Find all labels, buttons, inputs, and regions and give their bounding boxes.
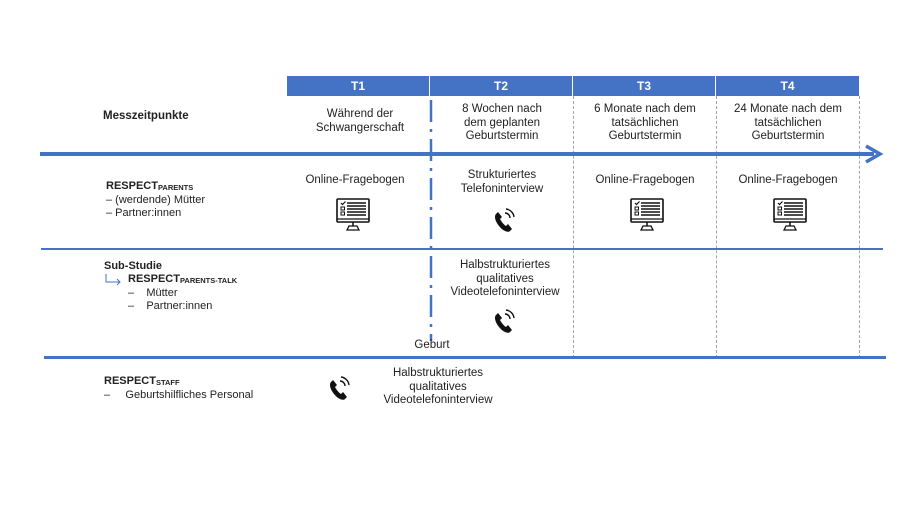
divider-parents-substudy [41,248,883,250]
parents-item: – (werdende) Mütter [106,194,206,206]
substudy-label: Sub-Studie [104,260,163,272]
birth-line [429,100,433,341]
parents-subscript: PARENTS [157,183,194,192]
computer-questionnaire-icon [773,198,807,231]
row-label-staff: RESPECTSTAFF – Geburtshilfliches Persona… [104,375,253,402]
timeline-arrow [40,144,884,164]
parents-cell-t4: Online-Fragebogen [738,174,838,186]
phone-icon [495,309,515,333]
column-divider-end [859,96,860,358]
parents-cell-t1: Online-Fragebogen [305,174,405,186]
parents-cell-t3: Online-Fragebogen [595,174,695,186]
column-divider-t4 [716,96,717,358]
timepoint-header-t3: T3 [573,76,715,96]
row-label-substudy: Sub-Studie RESPECTPARENTS-TALK – Mütter … [104,260,237,313]
substudy-title: RESPECT [128,273,180,285]
phone-icon [495,208,515,232]
timepoint-header-t4: T4 [716,76,859,96]
birth-label: Geburt [414,339,450,351]
phone-icon [330,376,350,400]
parents-title: RESPECT [106,180,158,192]
staff-title: RESPECT [104,375,156,387]
parents-item: – Partner:innen [106,207,182,219]
row-label-messzeitpunkte: Messzeitpunkte [103,110,189,122]
column-divider-t3 [573,96,574,358]
staff-subscript: STAFF [155,378,180,387]
substudy-item: – Partner:innen [128,300,213,312]
computer-questionnaire-icon [336,198,370,231]
timepoint-header-t2: T2 [430,76,572,96]
computer-questionnaire-icon [630,198,664,231]
staff-item: – Geburtshilfliches Personal [104,389,254,401]
substudy-subscript: PARENTS-TALK [179,276,238,285]
substudy-item: – Mütter [128,287,178,299]
divider-substudy-staff [44,356,886,359]
return-arrow-icon [105,274,121,286]
row-label-parents: RESPECTPARENTS – (werdende) Mütter – Par… [106,180,205,220]
timepoint-header-t1: T1 [287,76,429,96]
